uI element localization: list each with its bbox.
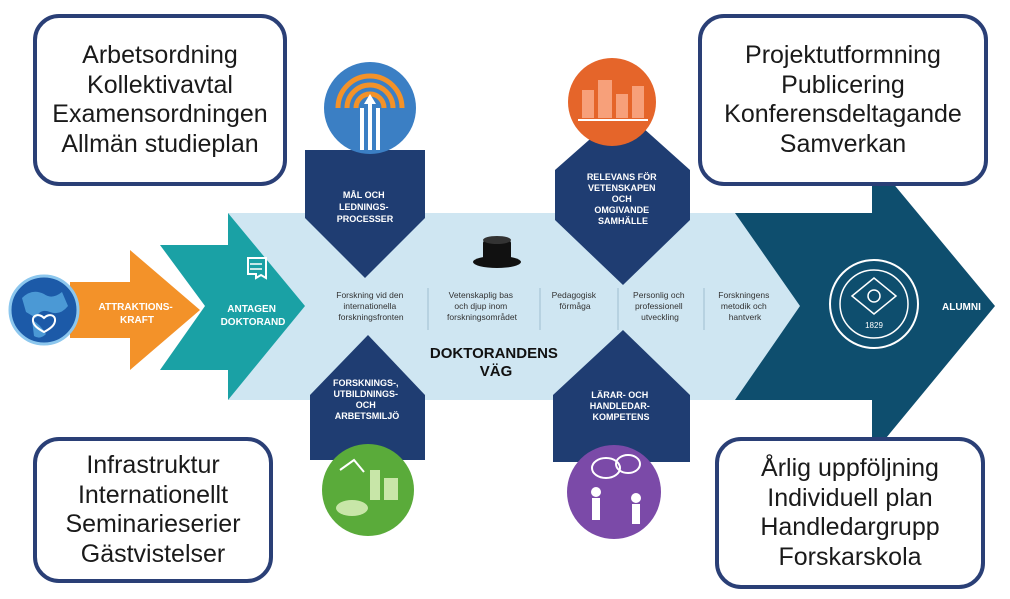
- box-line: Samverkan: [779, 129, 907, 158]
- attraktionskraft-arrow: [70, 250, 200, 370]
- box-line: Kollektivavtal: [87, 70, 233, 99]
- box-line: Årlig uppföljning: [761, 454, 939, 482]
- box-bottom-right: Årlig uppföljning Individuell plan Handl…: [715, 437, 985, 589]
- box-bottom-left: Infrastruktur Internationellt Seminaries…: [33, 437, 273, 583]
- mal-label: MÅL OCH LEDNINGS- PROCESSER: [337, 190, 394, 224]
- box-line: Publicering: [781, 70, 905, 99]
- box-line: Seminarieserier: [65, 510, 241, 538]
- box-line: Individuell plan: [767, 483, 933, 512]
- antagen-arrow: [160, 213, 305, 400]
- box-line: Handledargrupp: [760, 513, 940, 541]
- attraktionskraft-label: ATTRAKTIONS- KRAFT: [98, 302, 175, 326]
- doctoral-hat-icon: [473, 236, 521, 268]
- column-1: Forskning vid den internationella forskn…: [336, 290, 405, 322]
- column-2: Vetenskaplig bas och djup inom forskning…: [447, 290, 518, 322]
- box-line: Examensordningen: [52, 100, 268, 128]
- seal-year: 1829: [865, 321, 883, 330]
- city-icon: [568, 58, 656, 146]
- box-line: Projektutformning: [745, 41, 941, 69]
- column-5: Forskningens metodik och hantverk: [718, 290, 771, 322]
- people-icon: [567, 445, 661, 539]
- alumni-label: ALUMNI: [942, 302, 981, 313]
- column-dividers: [427, 288, 705, 330]
- path-title: DOKTORANDENS VÄG: [430, 345, 562, 380]
- larar-label: LÄRAR- OCH HANDLEDAR- KOMPETENS: [590, 390, 653, 422]
- box-line: Gästvistelser: [80, 539, 226, 568]
- diploma-icon: [247, 257, 267, 280]
- larar-arrow: [553, 330, 690, 462]
- box-line: Konferensdeltagande: [724, 100, 962, 128]
- mal-arrow: [305, 135, 425, 278]
- chalmers-seal: 1829: [829, 259, 919, 349]
- relevans-arrow: [555, 110, 690, 285]
- column-3: Pedagogisk förmåga: [552, 290, 599, 311]
- box-line: Allmän studieplan: [61, 129, 259, 158]
- box-top-left: Arbetsordning Kollektivavtal Examensordn…: [33, 14, 287, 186]
- column-4: Personlig och professionell utveckling: [633, 290, 687, 322]
- lab-icon: [322, 444, 414, 536]
- miljo-arrow: [310, 335, 425, 460]
- path-arrow: [228, 213, 800, 400]
- miljo-label: FORSKNINGS-, UTBILDNINGS- OCH ARBETSMILJ…: [333, 378, 401, 421]
- antagen-label: ANTAGEN DOKTORAND: [221, 304, 286, 328]
- box-line: Infrastruktur: [86, 451, 220, 479]
- box-line: Forskarskola: [778, 542, 922, 571]
- box-line: Arbetsordning: [82, 41, 238, 69]
- target-icon: [324, 62, 416, 154]
- box-line: Internationellt: [77, 480, 229, 509]
- globe-icon: [8, 274, 80, 346]
- relevans-label: RELEVANS FÖR VETENSKAPEN OCH OMGIVANDE S…: [587, 172, 659, 226]
- box-top-right: Projektutformning Publicering Konferensd…: [698, 14, 988, 186]
